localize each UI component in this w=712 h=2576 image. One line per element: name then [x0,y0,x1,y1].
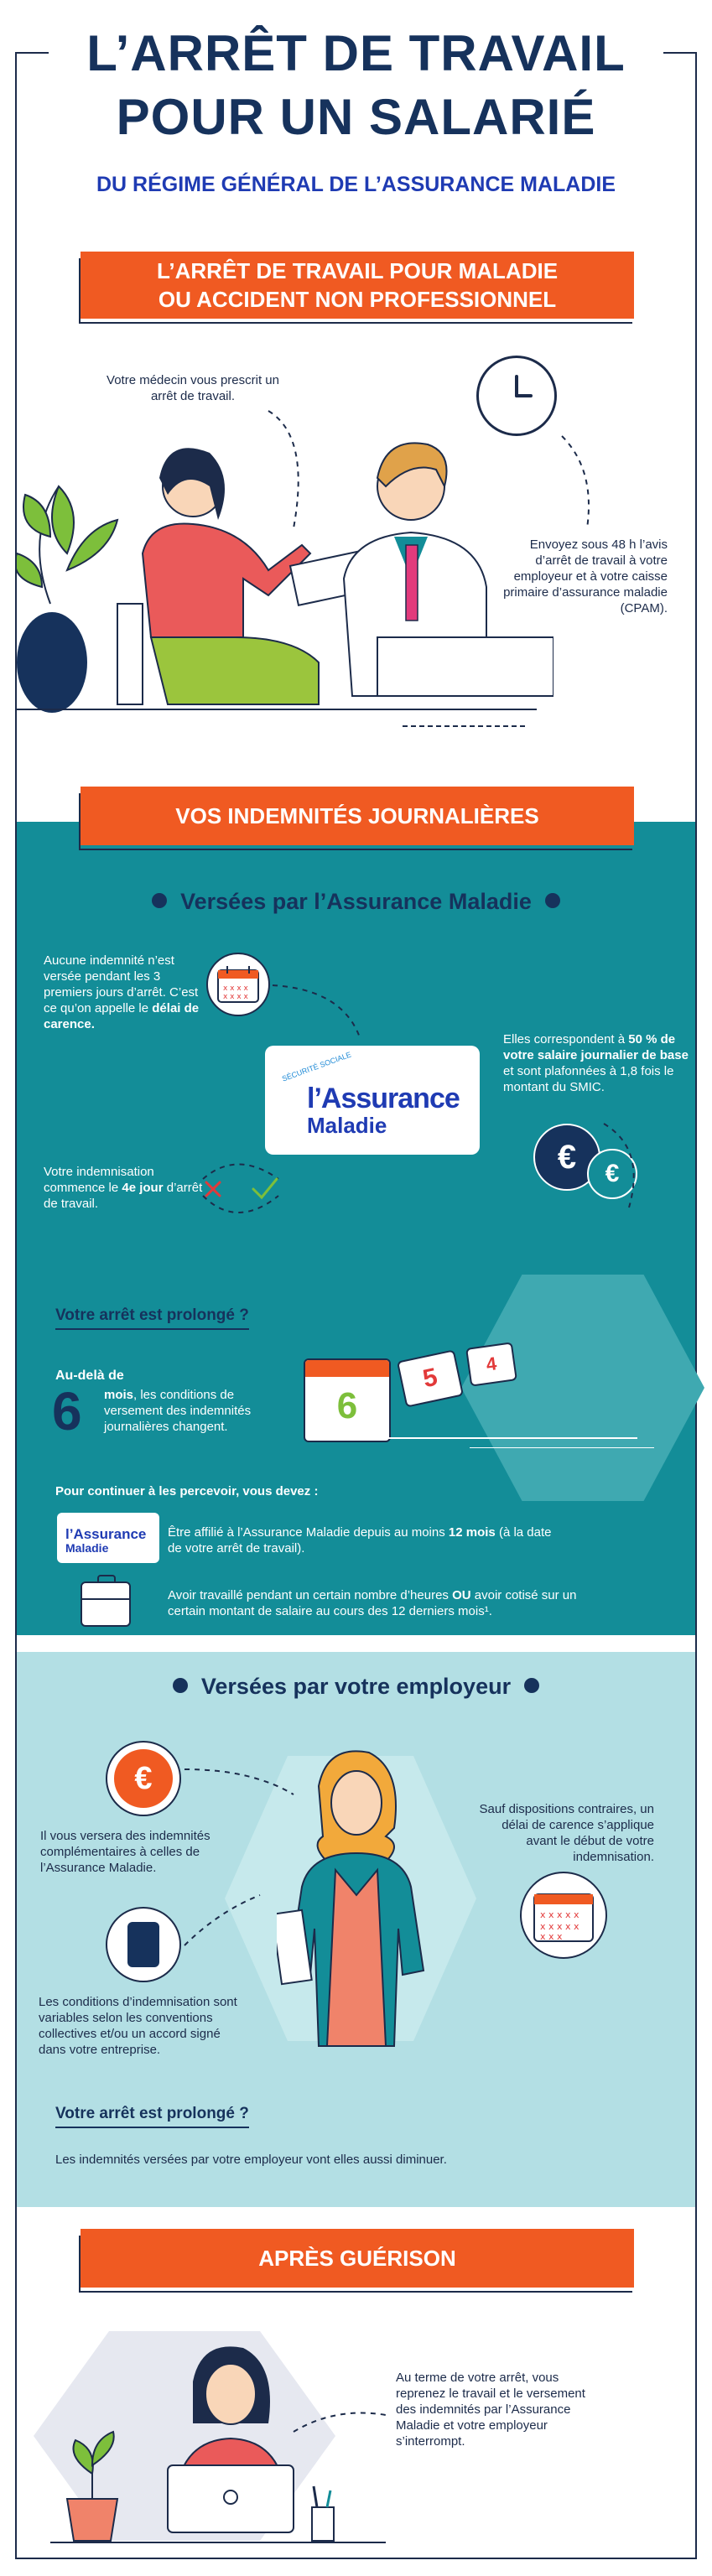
recovery-illustration [50,2346,387,2543]
employer-prolong-text: Les indemnités versées par votre employe… [55,2153,447,2167]
send-text: Envoyez sous 48 h l’avis d’arrêt de trav… [503,538,668,615]
title-rule-left [15,52,49,54]
page-frame [15,52,697,2559]
calendar-icon-2: x x x x x x x x x x x x x [520,1872,607,1959]
calendar-page-4: 4 [465,1342,517,1387]
head-assurance-maladie-text: Versées par l’Assurance Maladie [180,889,532,914]
check-cross-icons [202,1163,279,1213]
continue-title: Pour continuer à les percevoir, vous dev… [55,1484,319,1498]
banner-maladie: L’ARRÊT DE TRAVAIL POUR MALADIE OU ACCID… [81,252,634,319]
euro-small-icon: € [587,1149,637,1199]
recovery-text: Au terme de votre arrêt, vous reprenez l… [396,2371,585,2449]
head-employeur: Versées par votre employeur [0,1674,712,1700]
svg-text:x x x x: x x x x [223,984,249,993]
employer-illustration [277,1750,425,2047]
banner-maladie-line2: OU ACCIDENT NON PROFESSIONNEL [158,287,557,312]
banner-maladie-line1: L’ARRÊT DE TRAVAIL POUR MALADIE [156,258,559,283]
prolong-title-am: Votre arrêt est prolongé ? [55,1306,249,1330]
conditions-text: Les conditions d’indemnisation sont vari… [39,1995,237,2057]
condition-1-text: Être affilié à l’Assurance Maladie depui… [168,1525,552,1555]
svg-text:x x x: x x x [540,1931,563,1942]
cross-icon [205,1181,221,1197]
condition-2-text: Avoir travaillé pendant un certain nombr… [168,1588,577,1618]
calendar-icon: x x x x x x x x [206,953,270,1016]
beyond-number: 6 [52,1381,82,1441]
doctor-text: Votre médecin vous prescrit un arrêt de … [107,373,279,403]
bullet-dot-right [544,892,560,908]
page-title-line1: L’ARRÊT DE TRAVAIL [86,25,626,81]
employer-carence-text: Sauf dispositions contraires, un délai d… [479,1802,654,1864]
dashed-connectors [268,410,590,529]
carence-text: Aucune indemnité n’est versée pendant le… [44,953,200,1031]
wallet-icon [106,1907,181,1982]
svg-text:x x x x x: x x x x x [540,1909,579,1920]
page-title-line2: POUR UN SALARIÉ [116,89,596,145]
complement-text: Il vous versera des indemnités complémen… [40,1829,210,1875]
briefcase-icon [81,1575,131,1627]
banner-apres-guerison: APRÈS GUÉRISON [81,2229,634,2288]
banner-indemnites: VOS INDEMNITÉS JOURNALIÈRES [81,787,634,845]
svg-text:x x x x x: x x x x x [540,1921,579,1932]
consultation-illustration [17,442,553,727]
svg-text:x x x x: x x x x [223,993,249,1001]
page-subtitle: DU RÉGIME GÉNÉRAL DE L’ASSURANCE MALADIE [96,173,616,196]
beyond-text: mois, les conditions de versement des in… [104,1388,252,1434]
bullet-dot-left [152,892,168,908]
calendar-page-6: 6 [304,1358,391,1442]
head-assurance-maladie: Versées par l’Assurance Maladie [0,889,712,915]
percent-text: Elles correspondent à 50 % de votre sala… [503,1032,689,1094]
check-icon [252,1177,278,1200]
bullet-dot-right-2 [524,1677,540,1693]
euro-icon: € [533,1124,600,1191]
clock-icon [476,356,557,436]
euro-coin-icon: € [106,1741,181,1816]
beyond-label: Au-delà de [55,1368,124,1383]
bullet-dot-left-2 [172,1677,188,1693]
plant-icon [65,2498,119,2542]
head-employeur-text: Versées par votre employeur [200,1674,512,1699]
title-rule-right [663,52,697,54]
prolong-title-employeur: Votre arrêt est prolongé ? [55,2105,249,2128]
assurance-maladie-logo: SÉCURITÉ SOCIALE l’Assurance Maladie [265,1046,480,1155]
assurance-maladie-logo-small: l’Assurance Maladie [57,1513,159,1563]
start-text: Votre indemnisation commence le 4e jour … [44,1165,203,1211]
